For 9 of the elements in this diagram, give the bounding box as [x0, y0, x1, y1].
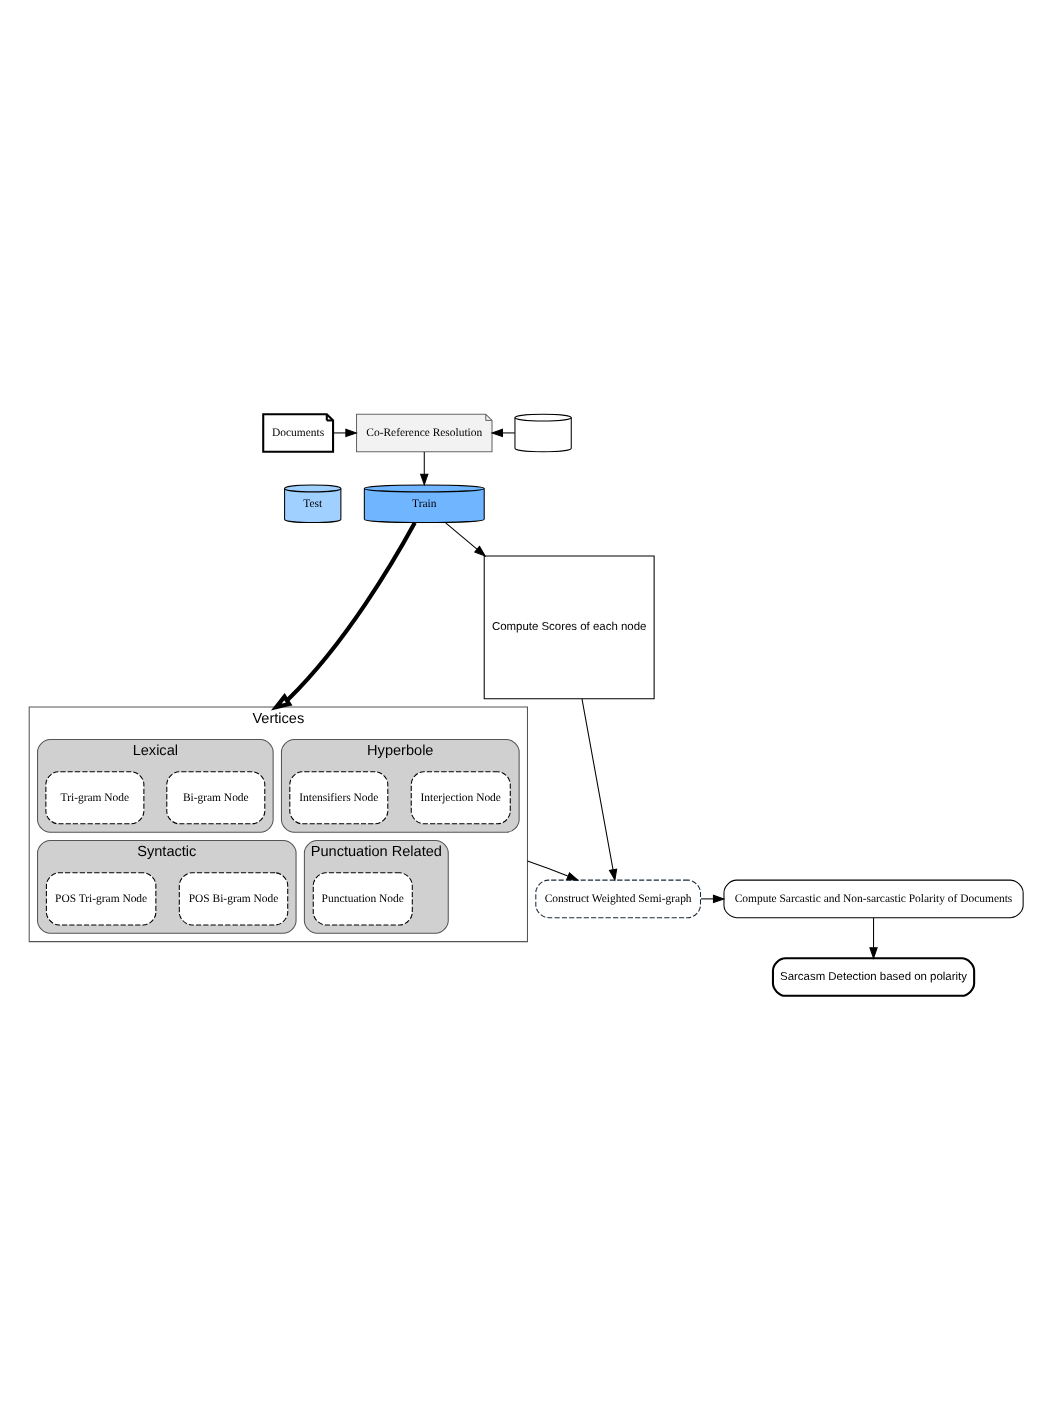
arrow [270, 521, 417, 711]
arrow [526, 860, 580, 881]
arrow [490, 428, 516, 438]
arrow [869, 917, 878, 960]
arrow [581, 698, 618, 882]
arrow [445, 522, 487, 557]
arrow [419, 451, 429, 487]
arrow [332, 428, 358, 438]
arrow [700, 894, 726, 904]
